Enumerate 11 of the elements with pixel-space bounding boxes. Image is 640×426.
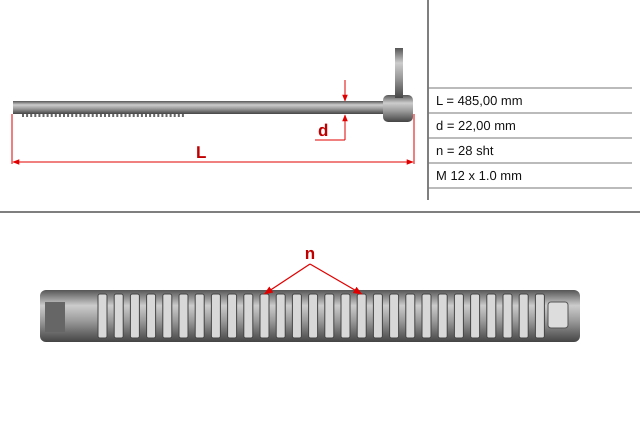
- dimension-label: d: [318, 121, 328, 141]
- callout-label: n: [303, 244, 317, 264]
- spec-text: M 12 x 1.0 mm: [436, 168, 522, 183]
- rack-tooth: [260, 294, 270, 338]
- rack-tooth: [356, 294, 367, 338]
- dimension-label: L: [196, 143, 206, 163]
- spec-text: d = 22,00 mm: [436, 118, 516, 133]
- leader-line: [264, 263, 310, 295]
- spec-text: L = 485,00 mm: [436, 93, 523, 108]
- leader-line: [310, 263, 362, 295]
- spec-text: n = 28 sht: [436, 143, 494, 158]
